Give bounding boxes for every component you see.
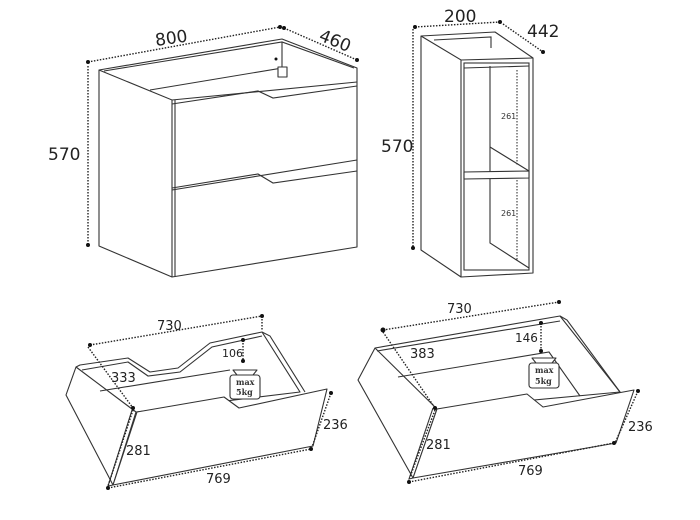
max-load-weight-icon: max 5kg bbox=[528, 357, 560, 389]
max-load-value: 5kg bbox=[236, 387, 253, 397]
bottom-drawer: max 5kg bbox=[357, 315, 635, 480]
top-drawer-cutout-label: 106 bbox=[222, 347, 243, 360]
top-drawer-front-height-label: 236 bbox=[323, 418, 348, 433]
lower-shelf-height-label: 261 bbox=[501, 209, 516, 218]
max-load-weight-icon: max 5kg bbox=[229, 369, 261, 400]
bottom-drawer-side-height-label: 281 bbox=[426, 438, 451, 453]
vanity-cabinet bbox=[98, 38, 358, 278]
shelf-width-label: 200 bbox=[444, 7, 476, 27]
bottom-drawer-depth-label: 383 bbox=[410, 347, 435, 362]
shelf-height-label: 570 bbox=[381, 137, 413, 157]
top-drawer-dimensions: 730 333 106 769 236 281 bbox=[87, 314, 348, 490]
shelf-unit-dimensions: 200 442 570 261 261 bbox=[381, 7, 559, 260]
max-load-label: max bbox=[535, 365, 554, 375]
cabinet-height-label: 570 bbox=[48, 145, 80, 165]
top-drawer-depth-label: 333 bbox=[111, 371, 136, 386]
bottom-drawer-height-label: 146 bbox=[515, 331, 538, 345]
cabinet-depth-label: 460 bbox=[316, 26, 354, 57]
shelf-depth-label: 442 bbox=[527, 22, 559, 42]
max-load-label: max bbox=[236, 377, 255, 387]
top-drawer-front-width-label: 769 bbox=[206, 472, 231, 487]
top-drawer: max 5kg bbox=[65, 331, 328, 487]
shelf-unit bbox=[420, 31, 534, 278]
upper-shelf-height-label: 261 bbox=[501, 112, 516, 121]
top-drawer-width-label: 730 bbox=[157, 319, 182, 334]
bottom-drawer-width-label: 730 bbox=[447, 302, 472, 317]
bottom-drawer-dimensions: 730 383 146 769 236 281 bbox=[380, 300, 653, 484]
bottom-drawer-front-height-label: 236 bbox=[628, 420, 653, 435]
max-load-value: 5kg bbox=[535, 376, 552, 386]
cabinet-width-label: 800 bbox=[154, 27, 189, 51]
bottom-drawer-front-width-label: 769 bbox=[518, 464, 543, 479]
top-drawer-side-height-label: 281 bbox=[126, 444, 151, 459]
